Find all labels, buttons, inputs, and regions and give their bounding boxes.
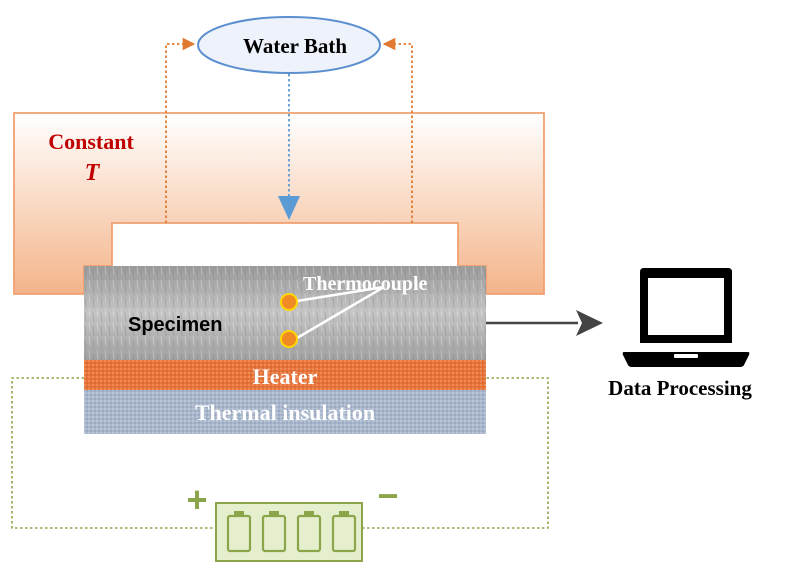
constant-label: Constant bbox=[48, 129, 134, 154]
insulation-label: Thermal insulation bbox=[195, 400, 375, 425]
data-processing-label: Data Processing bbox=[608, 376, 752, 400]
plus-sign: + bbox=[186, 479, 207, 520]
thermocouple-label: Thermocouple bbox=[303, 273, 428, 295]
water-bath-label: Water Bath bbox=[243, 34, 347, 58]
constant-symbol: T bbox=[85, 160, 101, 186]
thermocouple-lead-top bbox=[296, 285, 385, 303]
output-arrowhead bbox=[576, 310, 603, 336]
thermocouple-lead-bottom bbox=[296, 285, 385, 340]
laptop-icon bbox=[622, 268, 750, 367]
thermal-insulation-layer bbox=[84, 390, 486, 434]
minus-sign: − bbox=[377, 475, 398, 516]
battery-icon bbox=[215, 502, 363, 562]
heater-layer bbox=[84, 360, 486, 390]
specimen-label: Specimen bbox=[128, 314, 222, 336]
circuit-wire bbox=[11, 377, 549, 529]
water-bath-ellipse bbox=[197, 16, 381, 74]
thermocouple-bottom bbox=[280, 330, 298, 348]
inflow-arrowhead bbox=[278, 196, 300, 220]
heater-label: Heater bbox=[253, 364, 318, 389]
thermocouple-top bbox=[280, 293, 298, 311]
